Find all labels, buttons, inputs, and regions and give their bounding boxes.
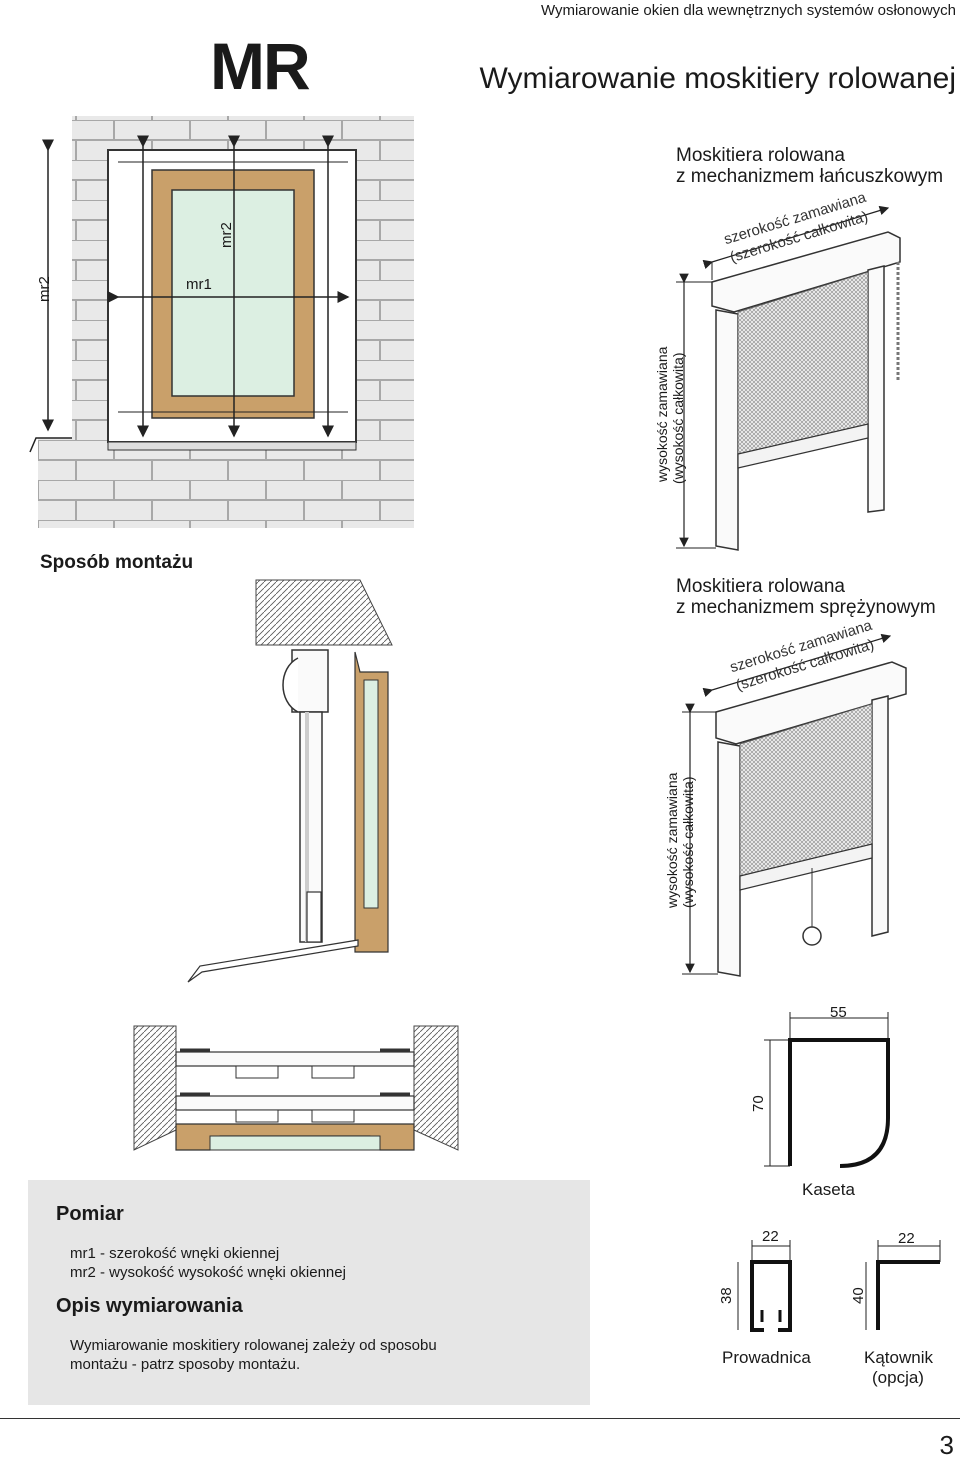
mounting-section-drawing <box>187 579 393 983</box>
kaseta-label: Kaseta <box>802 1180 855 1199</box>
mr2-left-label: mr2 <box>36 276 53 302</box>
prowadnica-height: 38 <box>718 1287 735 1304</box>
footer-divider <box>0 1418 960 1419</box>
chain-height-line1: wysokość zamawiana <box>654 346 670 482</box>
spring-title-line1: Moskitiera rolowana <box>676 576 845 597</box>
katownik-label-line2: (opcja) <box>872 1368 924 1387</box>
mr1-label: mr1 <box>186 276 212 293</box>
prowadnica-label: Prowadnica <box>722 1348 811 1367</box>
mr2-definition: mr2 - wysokość wysokość wnęki okiennej <box>70 1264 346 1281</box>
katownik-width: 22 <box>898 1230 915 1247</box>
page-number: 3 <box>939 1430 954 1460</box>
katownik-height: 40 <box>850 1287 867 1304</box>
kaseta-height: 70 <box>750 1095 767 1112</box>
pomiar-title: Pomiar <box>56 1203 124 1225</box>
opis-line2: montażu - patrz sposoby montażu. <box>70 1356 301 1373</box>
opis-text: Wymiarowanie moskitiery rolowanej zależy… <box>70 1336 437 1374</box>
chain-title-line2: z mechanizmem łańcuszkowym <box>676 166 944 187</box>
mr-definitions: mr1 - szerokość wnęki okiennej mr2 - wys… <box>70 1244 346 1282</box>
kaseta-profile-drawing <box>764 1012 890 1168</box>
window-wall-drawing <box>29 116 414 528</box>
chain-height-line2: (wysokość całkowita) <box>670 352 686 484</box>
chain-screen-drawing <box>676 205 901 551</box>
header-subtitle: Wymiarowanie okien dla wewnętrznych syst… <box>540 2 956 19</box>
mount-title: Sposób montażu <box>40 552 194 573</box>
spring-height-line1: wysokość zamawiana <box>664 772 680 908</box>
chain-title-line1: Moskitiera rolowana <box>676 145 845 166</box>
katownik-label-line1: Kątownik <box>864 1348 933 1367</box>
page-title: Wymiarowanie moskitiery rolowanej <box>479 62 956 95</box>
product-code: MR <box>210 29 311 103</box>
spring-title-line2: z mechanizmem sprężynowym <box>676 597 936 618</box>
katownik-profile-drawing <box>865 1240 941 1330</box>
top-view-section-drawing <box>133 1025 459 1151</box>
kaseta-width: 55 <box>830 1004 847 1021</box>
info-box <box>28 1180 590 1405</box>
opis-title: Opis wymiarowania <box>56 1295 243 1317</box>
mr2-inner-label: mr2 <box>218 222 235 248</box>
prowadnica-width: 22 <box>762 1228 779 1245</box>
spring-screen-drawing <box>682 633 907 977</box>
prowadnica-profile-drawing <box>737 1240 792 1332</box>
opis-line1: Wymiarowanie moskitiery rolowanej zależy… <box>70 1337 437 1354</box>
mr1-definition: mr1 - szerokość wnęki okiennej <box>70 1245 280 1262</box>
spring-height-line2: (wysokość całkowita) <box>680 776 696 908</box>
